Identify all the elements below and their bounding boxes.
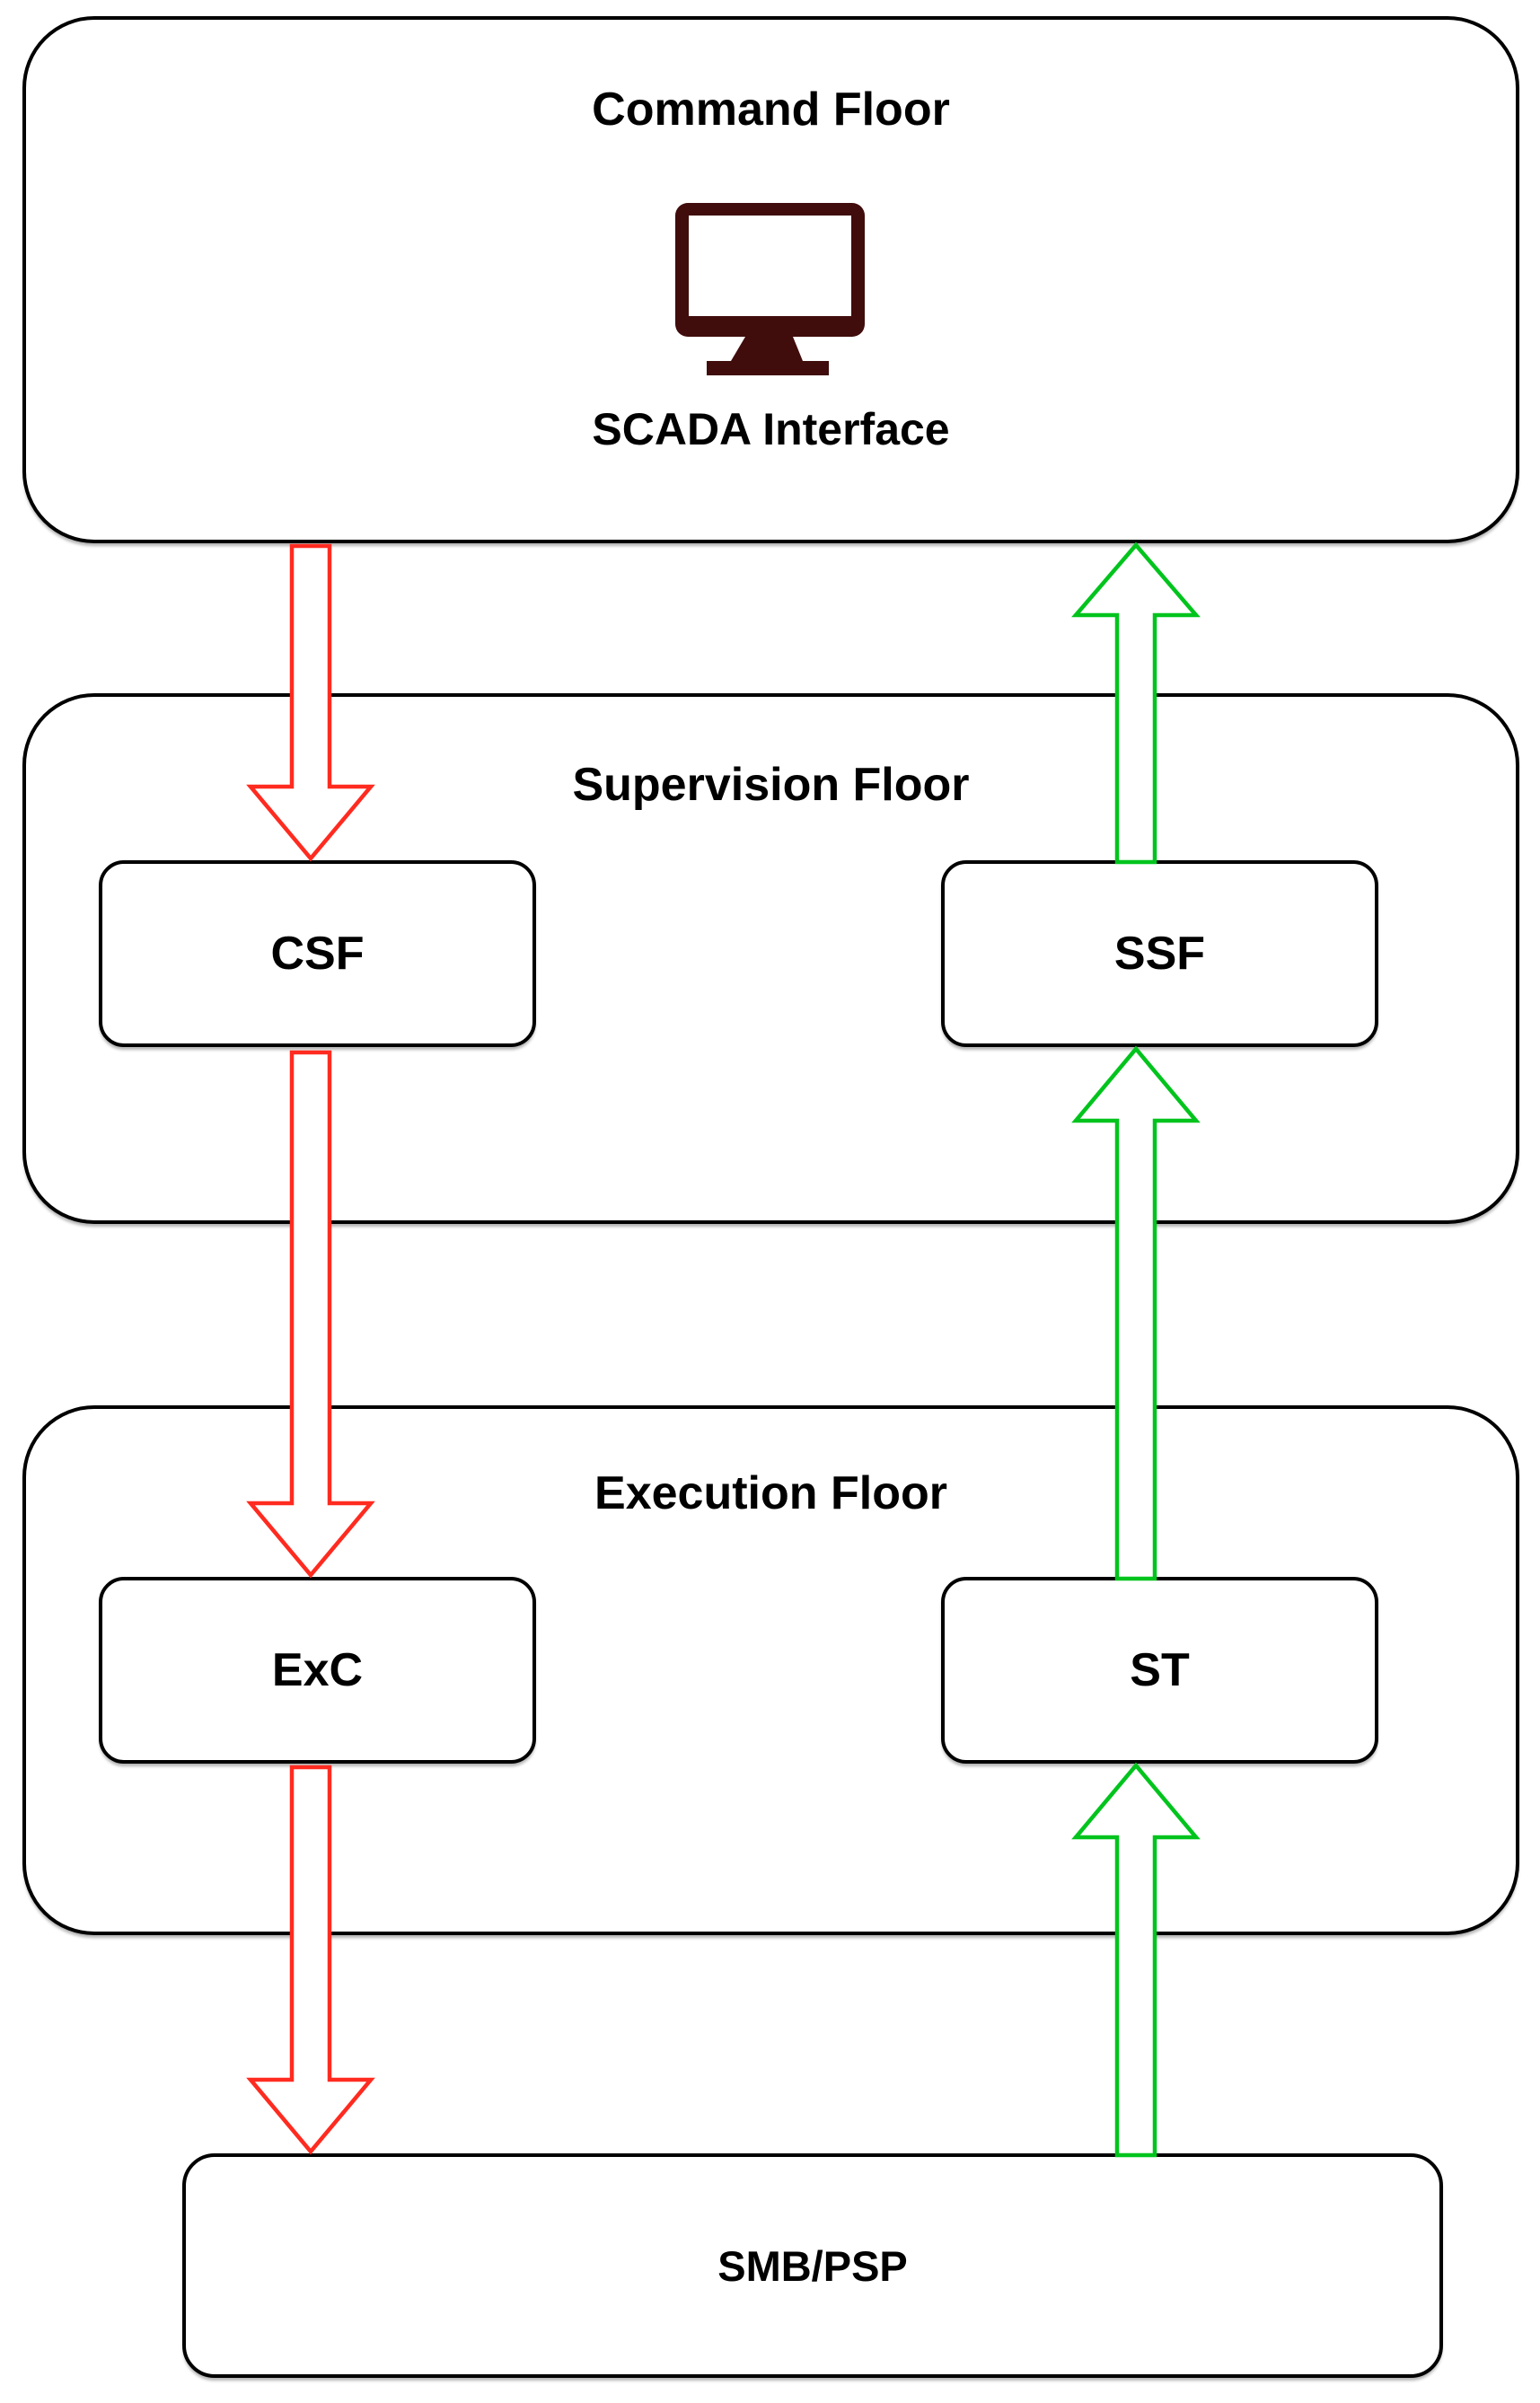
execution-floor-title: Execution Floor: [594, 1467, 947, 1519]
st-box: ST: [941, 1577, 1378, 1764]
command-floor-title: Command Floor: [592, 84, 950, 136]
exc-label: ExC: [271, 1644, 364, 1696]
exc-box: ExC: [99, 1577, 536, 1764]
command-floor-box: [22, 16, 1519, 543]
scada-interface-label: SCADA Interface: [592, 404, 950, 454]
smb-psp-box: SMB/PSP: [182, 2153, 1443, 2378]
ssf-label: SSF: [1113, 928, 1206, 980]
ssf-box: SSF: [941, 860, 1378, 1047]
smb-psp-label: SMB/PSP: [717, 2241, 908, 2290]
st-label: ST: [1130, 1644, 1190, 1696]
csf-label: CSF: [270, 928, 365, 980]
supervision-floor-title: Supervision Floor: [572, 759, 970, 811]
csf-box: CSF: [99, 860, 536, 1047]
monitor-icon: [675, 203, 865, 375]
